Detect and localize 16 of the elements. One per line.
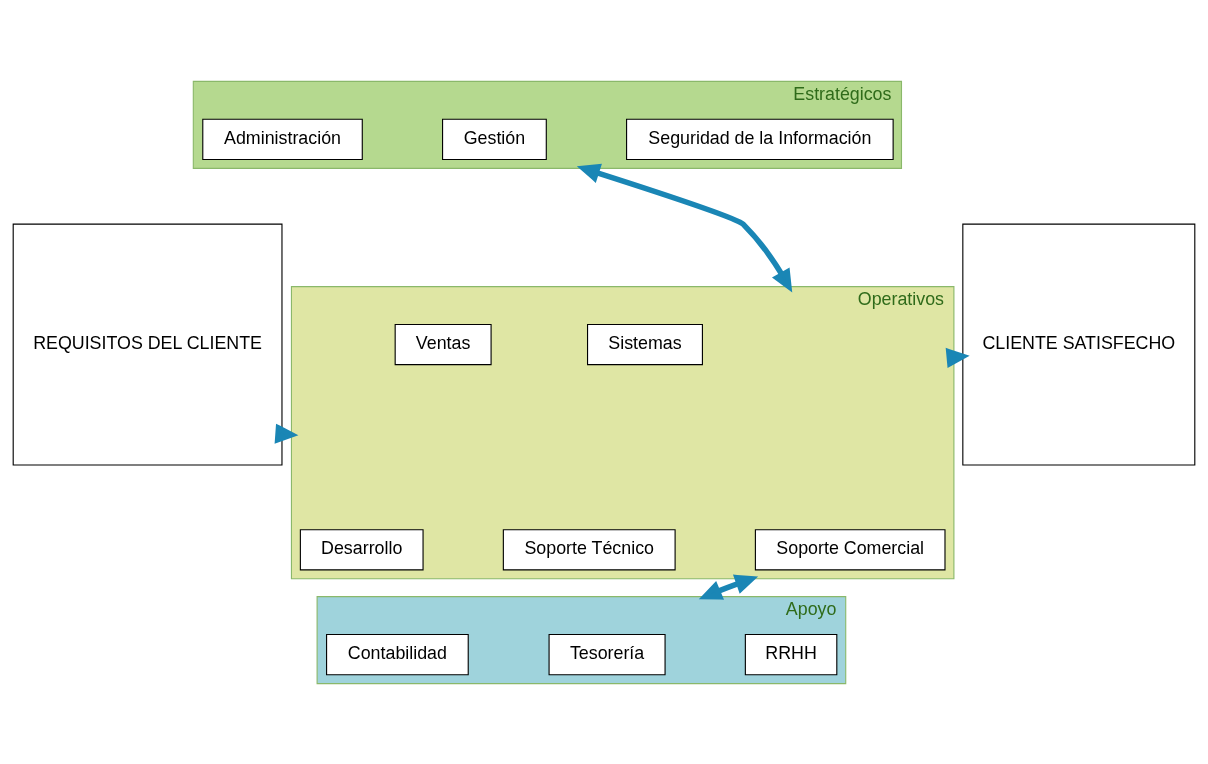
node-box: Soporte Comercial bbox=[754, 528, 946, 570]
arrow bbox=[698, 574, 759, 600]
node-box: Tesorería bbox=[548, 633, 666, 675]
node-box: Administración bbox=[202, 118, 363, 160]
node-box: Seguridad de la Información bbox=[626, 118, 894, 160]
arrow bbox=[945, 347, 970, 368]
arrow bbox=[576, 163, 793, 293]
node-box: Gestión bbox=[442, 118, 547, 160]
node-box: RRHH bbox=[744, 633, 838, 675]
node-box: Sistemas bbox=[587, 323, 703, 365]
node-box: Contabilidad bbox=[326, 633, 469, 675]
node-box: CLIENTE SATISFECHO bbox=[962, 223, 1196, 466]
node-box: Ventas bbox=[394, 323, 492, 365]
arrow bbox=[274, 423, 299, 444]
node-box: Soporte Técnico bbox=[502, 528, 676, 570]
node-box: Desarrollo bbox=[299, 528, 424, 570]
